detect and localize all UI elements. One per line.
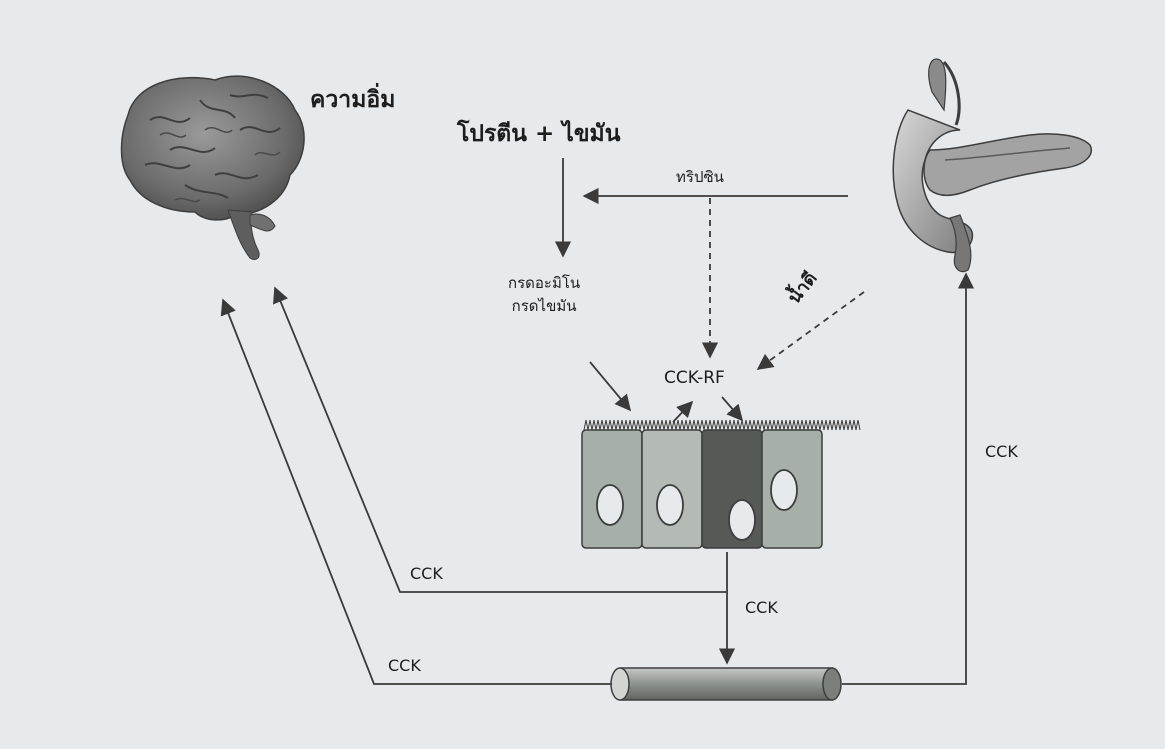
arrow-cck-to-brain-outer	[223, 300, 612, 684]
satiety-label: ความอิ่ม	[310, 82, 395, 118]
fatty-acids-label: กรดไขมัน	[508, 295, 580, 318]
intestinal-epithelial-cells	[582, 420, 860, 548]
brain-icon	[122, 76, 305, 260]
arrow-cckrf-to-cells	[722, 397, 742, 420]
arrow-cck-to-pancreas	[842, 274, 966, 684]
pancreas-gallbladder-icon	[893, 59, 1091, 272]
acids-label: กรดอะมิโน กรดไขมัน	[508, 272, 580, 318]
intestine-tube	[611, 668, 841, 700]
arrow-acids-to-cells	[590, 362, 630, 410]
amino-acids-label: กรดอะมิโน	[508, 272, 580, 295]
cck-label-bottom: CCK	[745, 598, 778, 617]
cck-label-lower: CCK	[388, 656, 421, 675]
cck-rf-label: CCK-RF	[664, 368, 725, 388]
cck-label-right: CCK	[985, 442, 1018, 461]
trypsin-label: ทริปซิน	[676, 165, 724, 189]
protein-fat-label: โปรตีน + ไขมัน	[457, 116, 620, 152]
cck-label-mid: CCK	[410, 564, 443, 583]
arrow-cells-to-cckrf	[673, 402, 692, 422]
arrow-bile-dashed	[758, 292, 864, 369]
